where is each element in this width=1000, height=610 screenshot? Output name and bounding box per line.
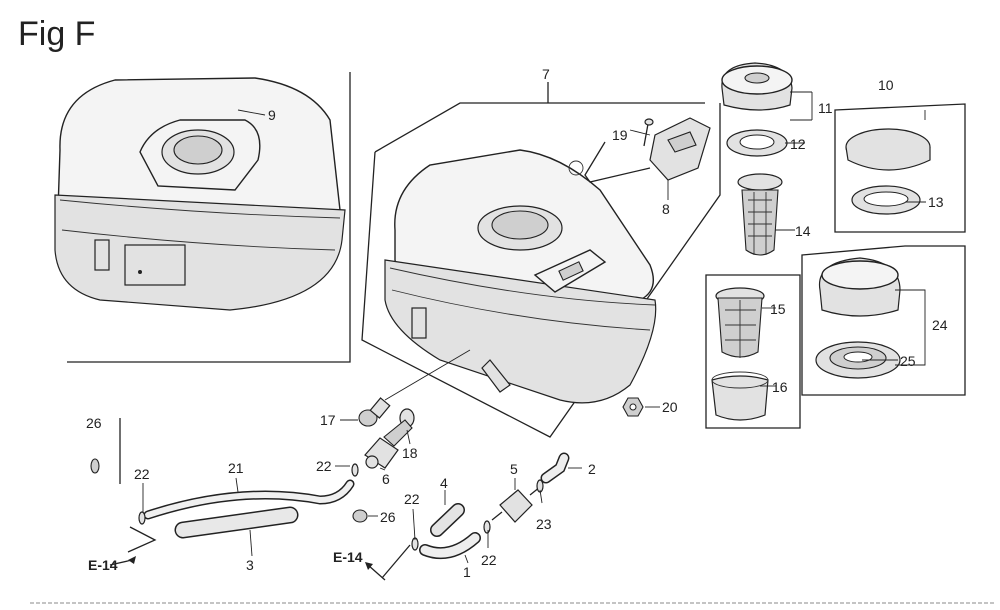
label-part-11: 11	[818, 100, 833, 116]
figure-title: Fig F	[18, 15, 95, 53]
label-part-22-b: 22	[134, 466, 150, 482]
part-12-gasket	[726, 129, 788, 157]
part-11-fuel-cap	[721, 62, 793, 111]
part-26-screw-b	[352, 509, 368, 523]
kit-box-24	[801, 245, 966, 396]
label-part-5: 5	[510, 461, 518, 477]
reference-e14-left	[109, 526, 157, 566]
label-part-16: 16	[772, 379, 788, 395]
part-3-tube	[174, 506, 299, 539]
label-part-17: 17	[320, 412, 336, 428]
part-20-nut	[622, 397, 644, 417]
label-part-22-c: 22	[404, 491, 420, 507]
label-part-22-d: 22	[481, 552, 497, 568]
label-part-4: 4	[440, 475, 448, 491]
label-part-21: 21	[228, 460, 244, 476]
label-part-7: 7	[542, 66, 550, 82]
reference-e14-center	[365, 544, 411, 581]
label-part-13: 13	[928, 194, 944, 210]
label-part-15: 15	[770, 301, 786, 317]
label-part-26-b: 26	[380, 509, 396, 525]
label-part-18: 18	[402, 445, 418, 461]
label-part-26-a: 26	[86, 415, 102, 431]
part-21-hose	[143, 479, 355, 520]
label-e14-center: E-14	[333, 549, 363, 565]
leader-lines	[142, 91, 926, 564]
label-part-25: 25	[900, 353, 916, 369]
part-8-fuel-gauge	[568, 117, 711, 183]
part-4-tube	[430, 503, 465, 537]
label-part-1: 1	[463, 564, 471, 580]
label-part-14: 14	[795, 223, 811, 239]
label-e14-left: E-14	[88, 557, 118, 573]
label-part-2: 2	[588, 461, 596, 477]
kit-box-15	[705, 274, 801, 429]
part-26-screw-a	[90, 418, 121, 484]
label-part-3: 3	[246, 557, 254, 573]
label-part-6: 6	[382, 471, 390, 487]
part-labels: 9 7 19 8 11 12 10 13 14 24 25 15 16 20 1…	[86, 66, 948, 580]
label-part-22-a: 22	[316, 458, 332, 474]
part-5-fuel-filter	[491, 486, 541, 523]
label-part-9: 9	[268, 107, 276, 123]
part-6-fuel-cock	[364, 419, 413, 469]
label-part-8: 8	[662, 201, 670, 217]
kit-box-10	[834, 103, 966, 233]
part-2-hose	[540, 452, 570, 484]
fuel-tank-assembly-7	[361, 82, 721, 438]
fuel-tank-9	[54, 72, 351, 363]
part-17-bolt	[358, 349, 471, 427]
label-part-20: 20	[662, 399, 678, 415]
label-part-23: 23	[536, 516, 552, 532]
label-part-12: 12	[790, 136, 806, 152]
clips	[138, 463, 544, 551]
label-part-19: 19	[612, 127, 628, 143]
part-14-strainer	[737, 173, 783, 256]
part-1-hose	[419, 532, 481, 559]
label-part-24: 24	[932, 317, 948, 333]
label-part-10: 10	[878, 77, 894, 93]
